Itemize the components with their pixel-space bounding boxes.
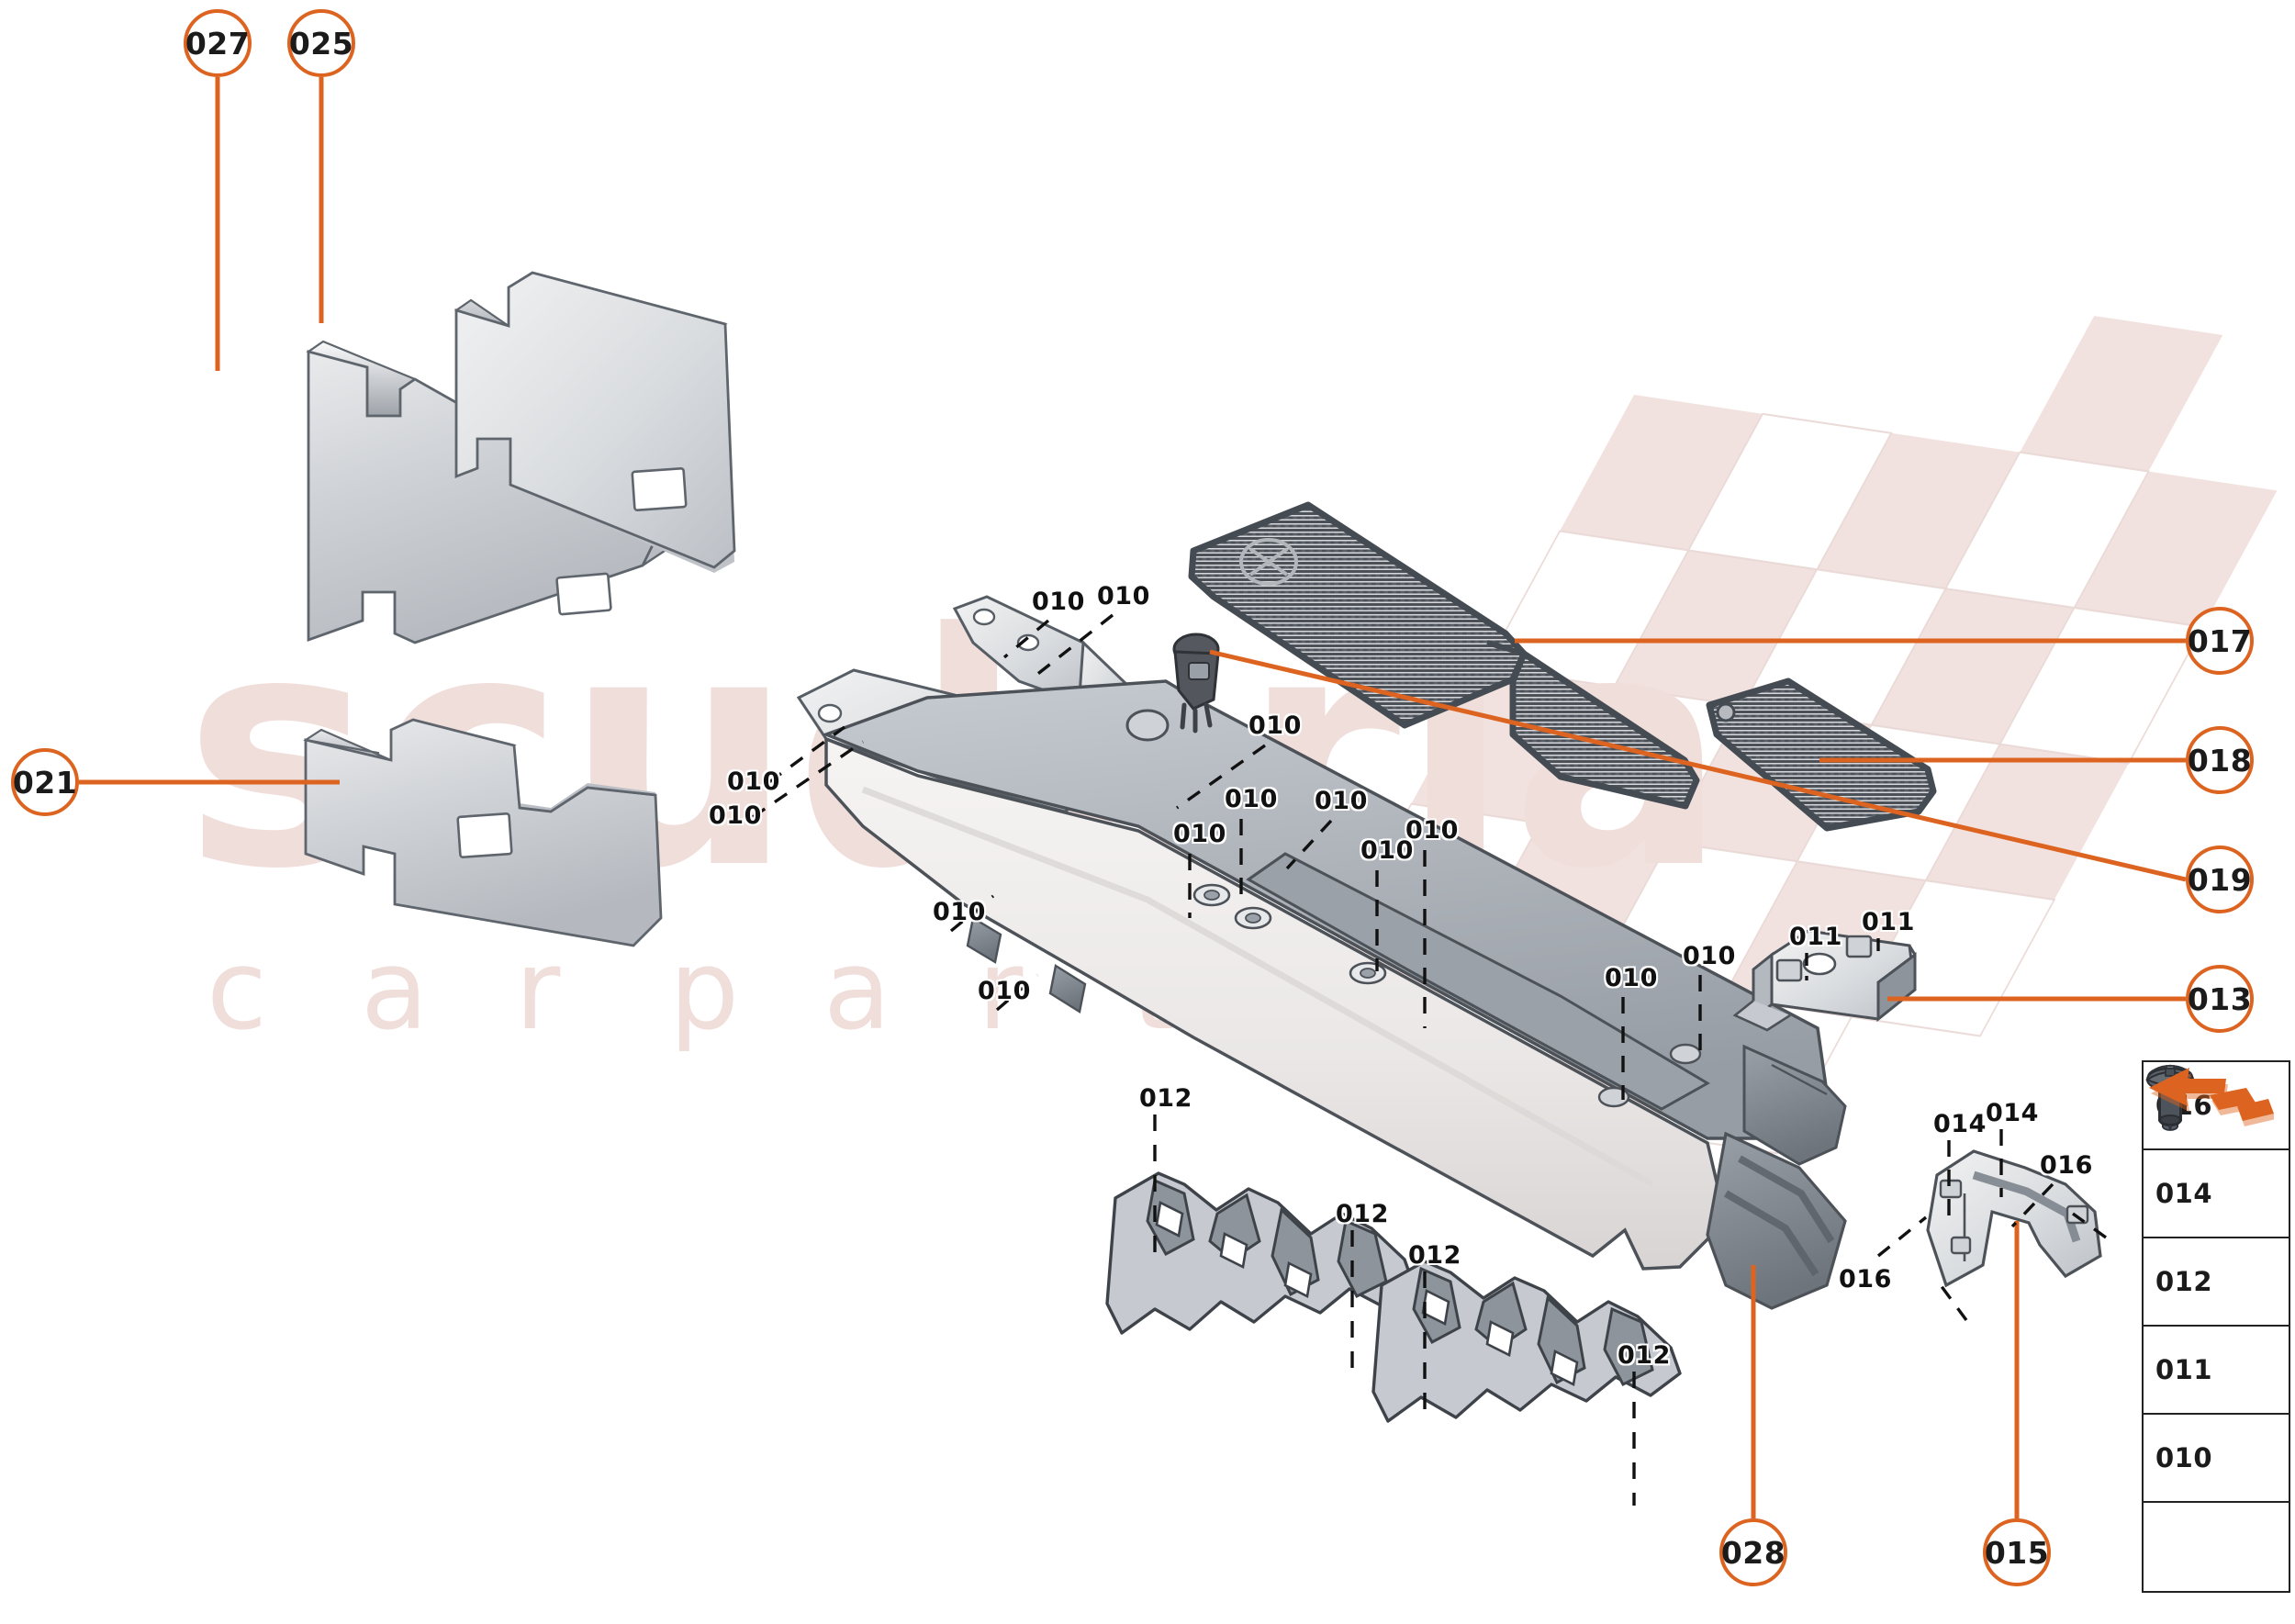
callout-leader-lines — [79, 77, 2187, 1518]
part-number-010: 010 — [1225, 785, 1278, 813]
part-number-010: 010 — [933, 898, 986, 926]
watermark-letter: a — [361, 927, 429, 1055]
part-number-010: 010 — [1605, 964, 1658, 992]
fastener-legend-table: 016 014 — [2142, 1060, 2290, 1593]
callout-017[interactable]: 017 — [2186, 607, 2254, 675]
part-number-016: 016 — [2040, 1151, 2093, 1180]
part-number-leader-lines — [752, 613, 2107, 1506]
part-028-centre-console-body — [796, 595, 1847, 1310]
legend-code: 010 — [2155, 1442, 2213, 1473]
callout-label: 019 — [2187, 861, 2253, 898]
callout-label: 017 — [2187, 622, 2253, 659]
callout-label: 025 — [288, 25, 354, 62]
leader-019 — [1209, 649, 2187, 882]
callout-028[interactable]: 028 — [1719, 1518, 1787, 1586]
part-number-011: 011 — [1789, 923, 1842, 951]
watermark-letter: p — [669, 927, 739, 1055]
watermark-letter: r — [515, 927, 561, 1055]
part-019-socket-plug — [1172, 633, 1220, 734]
part-number-012: 012 — [1139, 1084, 1192, 1113]
part-017-mesh-grille-large — [1188, 501, 1700, 810]
part-number-012: 012 — [1336, 1200, 1389, 1228]
part-number-010: 010 — [1032, 588, 1085, 616]
watermark-letter: a — [823, 927, 891, 1055]
part-025-insulation-panel-right — [453, 271, 736, 573]
legend-row-012[interactable]: 012 — [2144, 1064, 2289, 1327]
callout-label: 027 — [185, 25, 251, 62]
part-number-012: 012 — [1408, 1241, 1461, 1270]
callout-018[interactable]: 018 — [2186, 726, 2254, 794]
callout-015[interactable]: 015 — [1983, 1518, 2051, 1586]
part-013-mounting-bracket — [1732, 929, 1917, 1032]
callout-label: 013 — [2187, 980, 2253, 1017]
part-number-010: 010 — [727, 767, 780, 796]
part-number-010: 010 — [978, 977, 1031, 1005]
part-number-012: 012 — [1618, 1341, 1671, 1370]
callout-label: 021 — [12, 764, 78, 801]
part-number-010: 010 — [709, 801, 762, 830]
part-021-insulation-panel-lower — [303, 718, 663, 947]
part-number-014: 014 — [1986, 1099, 2039, 1127]
callout-027[interactable]: 027 — [184, 9, 252, 77]
part-number-010: 010 — [1248, 711, 1302, 740]
part-012-cable-retainer-rails — [1105, 1171, 1682, 1423]
legend-code: 012 — [2155, 1266, 2213, 1297]
part-number-014: 014 — [1933, 1110, 1987, 1138]
part-number-016: 016 — [1839, 1265, 1892, 1294]
legend-row-010[interactable]: 010 — [2144, 1068, 2289, 1503]
part-015-rear-trim-cap — [1926, 1149, 2102, 1288]
callout-013[interactable]: 013 — [2186, 965, 2254, 1033]
watermark-letter: c — [207, 927, 267, 1055]
part-number-010: 010 — [1405, 816, 1459, 845]
part-number-010: 010 — [1360, 836, 1414, 865]
callout-025[interactable]: 025 — [287, 9, 355, 77]
part-027-insulation-panel-left — [306, 340, 666, 644]
legend-row-011[interactable]: 011 — [2144, 1065, 2289, 1415]
part-number-010: 010 — [1683, 942, 1736, 970]
callout-label: 015 — [1984, 1534, 2050, 1571]
legend-row-logo[interactable] — [2144, 1068, 2289, 1591]
legend-code: 011 — [2155, 1354, 2213, 1385]
part-number-010: 010 — [1315, 787, 1368, 815]
callout-label: 018 — [2187, 742, 2253, 778]
legend-code: 014 — [2155, 1178, 2213, 1209]
callout-label: 028 — [1720, 1534, 1786, 1571]
part-number-010: 010 — [1097, 582, 1150, 610]
callout-021[interactable]: 021 — [11, 748, 79, 816]
callout-019[interactable]: 019 — [2186, 846, 2254, 913]
part-number-010: 010 — [1173, 820, 1226, 848]
part-number-011: 011 — [1862, 908, 1915, 936]
part-018-mesh-grille-small — [1706, 678, 1937, 832]
legend-row-014[interactable]: 014 — [2144, 1065, 2289, 1238]
